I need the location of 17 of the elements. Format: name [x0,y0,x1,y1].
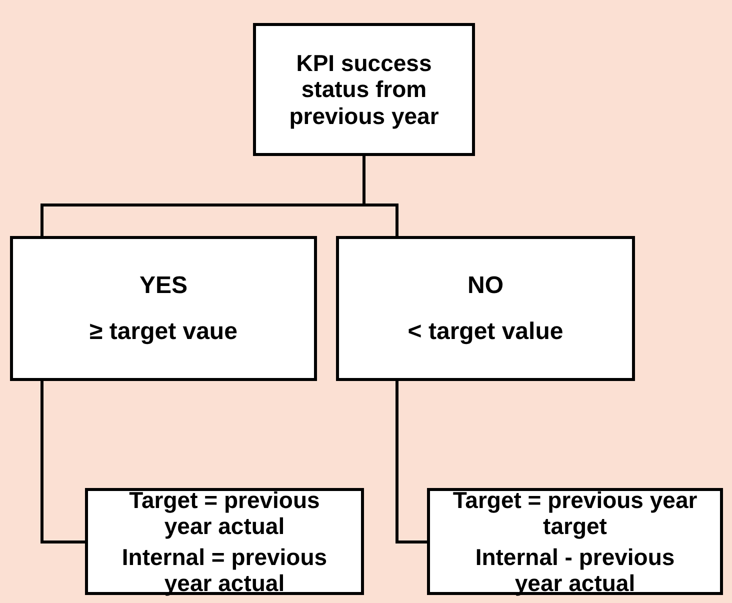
connector-line [362,156,398,236]
text-box [10,236,317,381]
branch-heading: YES [139,272,188,300]
branch-heading: NO [468,272,504,300]
text-box [427,488,723,595]
text-box [253,23,475,156]
node-text: < target value [408,318,564,346]
node-text: Target = previous year actual [128,486,321,540]
connector-line [40,381,85,544]
node-text: Internal - previous year actual [474,544,676,596]
text-box [85,488,364,595]
connector-line [396,381,427,544]
node-text: ≥ target vaue [90,318,238,346]
text-box [336,236,635,381]
node-text: Internal = previous year actual [120,544,328,596]
node-text: KPI success status from previous year [288,50,440,130]
node-text: Target = previous year target [452,486,698,540]
